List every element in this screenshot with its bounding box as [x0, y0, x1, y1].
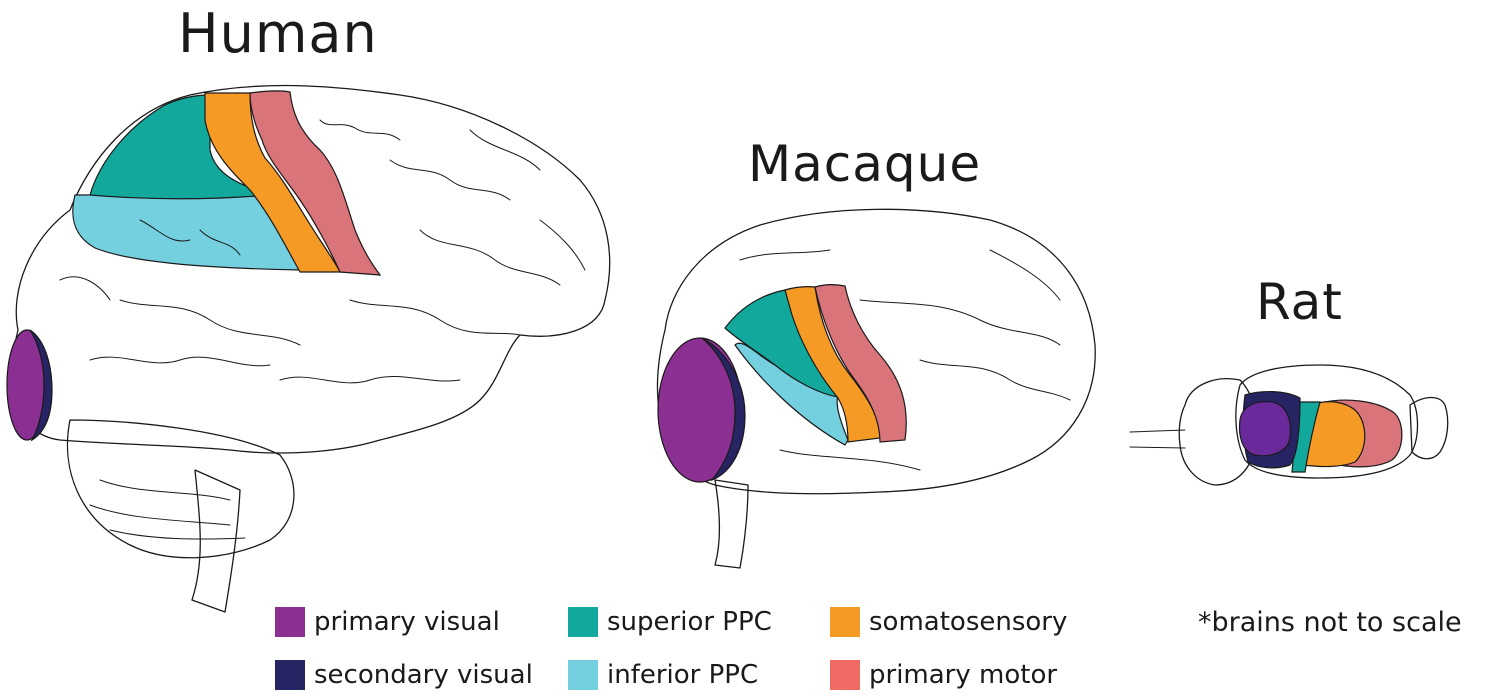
- human-brainstem: [192, 470, 240, 612]
- rat-primary-visual: [1240, 402, 1291, 456]
- scale-note: *brains not to scale: [1198, 607, 1462, 638]
- legend-label: primary motor: [869, 660, 1057, 690]
- legend-item-secondary-visual: secondary visual: [275, 660, 533, 690]
- legend-label: superior PPC: [607, 607, 772, 637]
- rat-spinal-cord: [1130, 430, 1185, 448]
- legend-swatch-secondary-visual: [275, 660, 305, 690]
- legend-label: primary visual: [314, 607, 500, 637]
- legend-item-primary-motor: primary motor: [830, 660, 1057, 690]
- legend-item-inferior-ppc: inferior PPC: [568, 660, 758, 690]
- legend-item-superior-ppc: superior PPC: [568, 607, 772, 637]
- legend-swatch-primary-visual: [275, 607, 305, 637]
- legend-item-primary-visual: primary visual: [275, 607, 500, 637]
- legend-label: secondary visual: [314, 660, 533, 690]
- legend-label: somatosensory: [869, 607, 1067, 637]
- human-cerebellum: [68, 420, 294, 558]
- legend-item-somatosensory: somatosensory: [830, 607, 1067, 637]
- legend-swatch-inferior-ppc: [568, 660, 598, 690]
- legend-label: inferior PPC: [607, 660, 758, 690]
- legend-swatch-primary-motor: [830, 660, 860, 690]
- human-brain: [7, 86, 610, 612]
- legend-swatch-superior-ppc: [568, 607, 598, 637]
- macaque-brainstem: [715, 480, 748, 568]
- legend-swatch-somatosensory: [830, 607, 860, 637]
- macaque-brain: [657, 209, 1095, 568]
- rat-brain: [1130, 365, 1448, 485]
